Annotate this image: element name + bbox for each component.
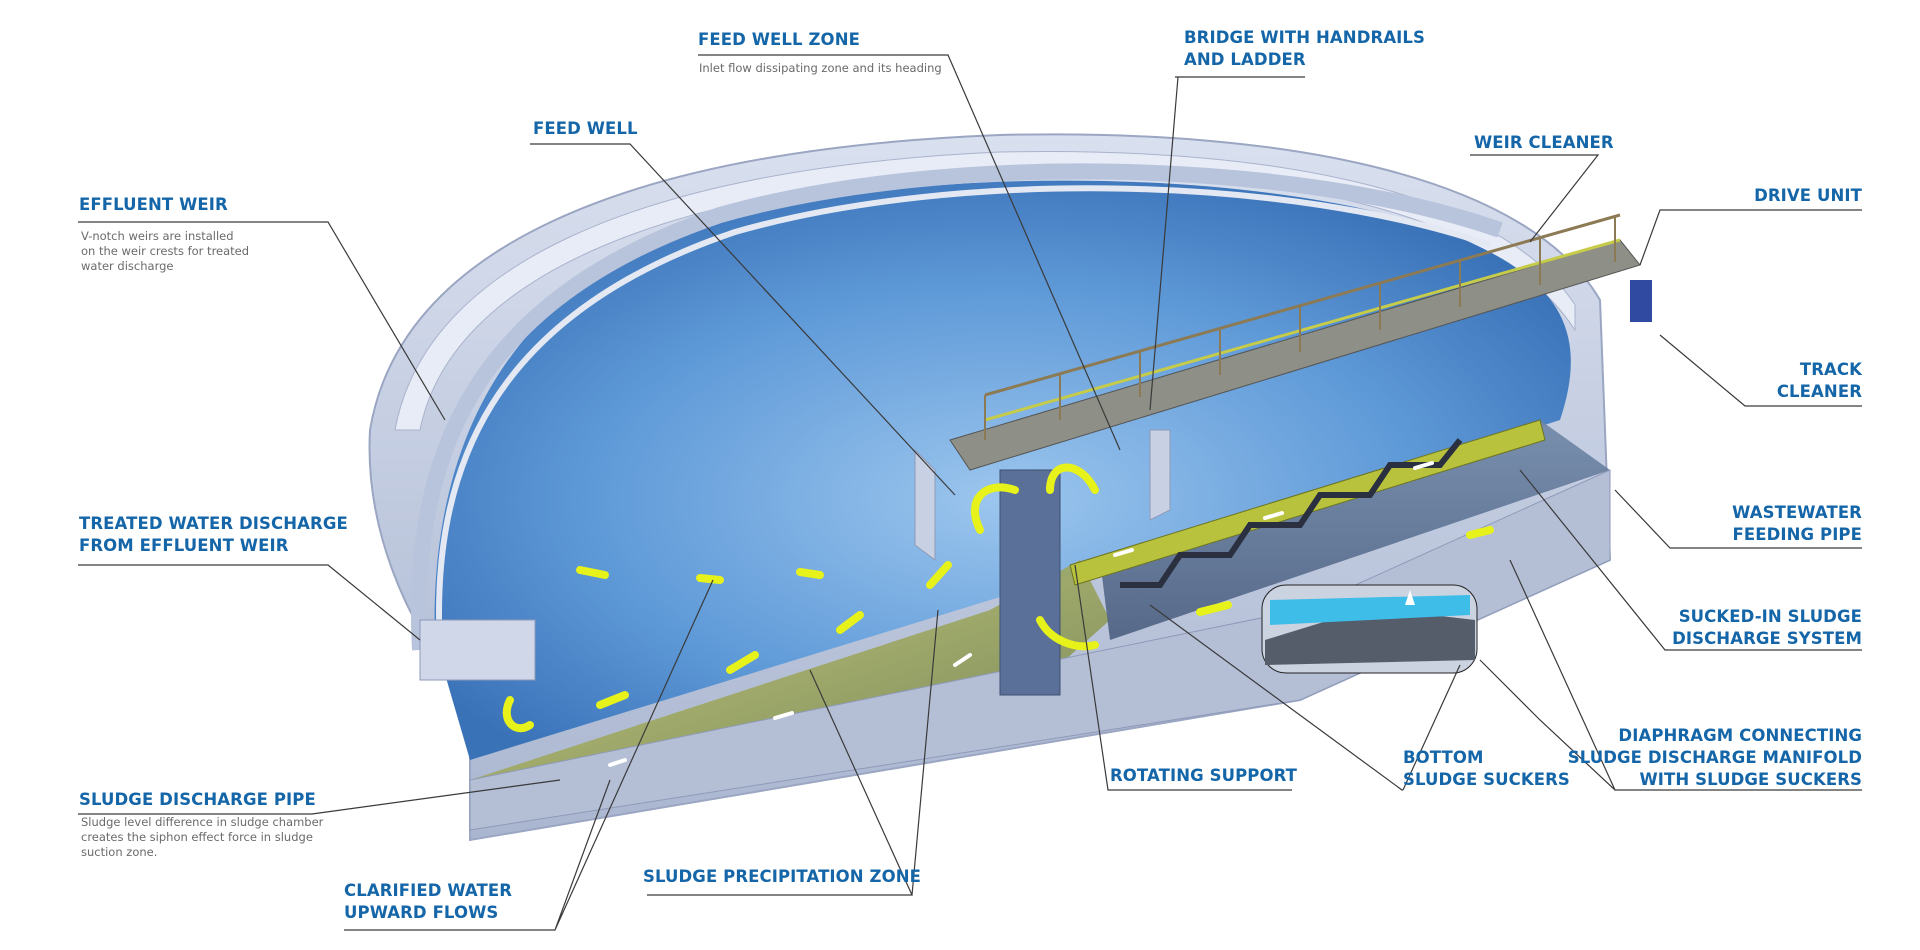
desc-effluent-weir: V-notch weirs are installed on the weir … xyxy=(81,229,249,274)
label-bridge: BRIDGE WITH HANDRAILS AND LADDER xyxy=(1184,27,1425,71)
label-track-cleaner: TRACK CLEANER xyxy=(1777,359,1862,403)
desc-effluent-weir-line1: V-notch weirs are installed xyxy=(81,229,234,243)
label-wastewater-line1: WASTEWATER xyxy=(1732,503,1862,522)
label-clarified-water: CLARIFIED WATER UPWARD FLOWS xyxy=(344,880,512,924)
label-rotating-support: ROTATING SUPPORT xyxy=(1110,766,1297,785)
desc-sludge-pipe-line3: suction zone. xyxy=(81,845,158,859)
desc-effluent-weir-line2: on the weir crests for treated xyxy=(81,244,250,258)
label-feed-well: FEED WELL xyxy=(533,119,638,138)
label-feed-well-zone: FEED WELL ZONE xyxy=(698,30,860,49)
bridge xyxy=(949,213,1652,471)
desc-sludge-discharge-pipe: Sludge level difference in sludge chambe… xyxy=(81,815,323,860)
label-effluent-weir: EFFLUENT WEIR xyxy=(79,195,228,214)
label-clarified-line1: CLARIFIED WATER xyxy=(344,881,513,900)
white-arrows xyxy=(608,461,1434,767)
label-treated-water: TREATED WATER DISCHARGE FROM EFFLUENT WE… xyxy=(79,513,348,557)
label-weir-cleaner: WEIR CLEANER xyxy=(1474,133,1614,152)
label-sludge-precipitation-zone: SLUDGE PRECIPITATION ZONE xyxy=(643,867,922,886)
label-drive-unit: DRIVE UNIT xyxy=(1754,186,1862,205)
label-sucked-in-sludge: SUCKED-IN SLUDGE DISCHARGE SYSTEM xyxy=(1672,606,1862,650)
label-sludge-discharge-pipe: SLUDGE DISCHARGE PIPE xyxy=(79,790,316,809)
desc-sludge-pipe-line1: Sludge level difference in sludge chambe… xyxy=(81,815,324,829)
label-wastewater-line2: FEEDING PIPE xyxy=(1732,525,1862,544)
label-wastewater-feeding-pipe: WASTEWATER FEEDING PIPE xyxy=(1732,502,1862,546)
label-sucked-line2: DISCHARGE SYSTEM xyxy=(1672,629,1862,648)
label-sucked-line1: SUCKED-IN SLUDGE xyxy=(1678,607,1862,626)
label-bottom-line1: BOTTOM xyxy=(1403,748,1484,767)
feed-well xyxy=(914,429,1171,561)
label-diaphragm-line1: DIAPHRAGM CONNECTING xyxy=(1618,726,1862,745)
sludge-sucker-detail xyxy=(1261,584,1478,674)
label-bridge-line2: AND LADDER xyxy=(1184,50,1306,69)
sludge-blanket xyxy=(470,420,1610,800)
desc-feed-well-zone: Inlet flow dissipating zone and its head… xyxy=(699,61,942,75)
label-bottom-line2: SLUDGE SUCKERS xyxy=(1403,770,1570,789)
desc-sludge-pipe-line2: creates the siphon effect force in sludg… xyxy=(81,830,313,844)
label-treated-line1: TREATED WATER DISCHARGE xyxy=(79,514,348,533)
label-bottom-sludge-suckers: BOTTOM SLUDGE SUCKERS xyxy=(1403,747,1570,791)
label-treated-line2: FROM EFFLUENT WEIR xyxy=(79,536,289,555)
label-diaphragm-line2: SLUDGE DISCHARGE MANIFOLD xyxy=(1567,748,1862,767)
desc-effluent-weir-line3: water discharge xyxy=(81,259,174,273)
label-track-cleaner-line1: TRACK xyxy=(1799,360,1862,379)
label-diaphragm-line3: WITH SLUDGE SUCKERS xyxy=(1639,770,1862,789)
label-track-cleaner-line2: CLEANER xyxy=(1776,382,1862,401)
label-clarified-line2: UPWARD FLOWS xyxy=(344,903,499,922)
flow-arrows xyxy=(502,463,1494,733)
label-diaphragm: DIAPHRAGM CONNECTING SLUDGE DISCHARGE MA… xyxy=(1568,725,1862,791)
tank-floor xyxy=(469,469,1611,831)
leader-lines xyxy=(78,54,1862,931)
sludge-manifold xyxy=(1069,419,1546,588)
effluent-weir-channel xyxy=(410,163,1503,681)
label-bridge-line1: BRIDGE WITH HANDRAILS xyxy=(1184,28,1426,47)
